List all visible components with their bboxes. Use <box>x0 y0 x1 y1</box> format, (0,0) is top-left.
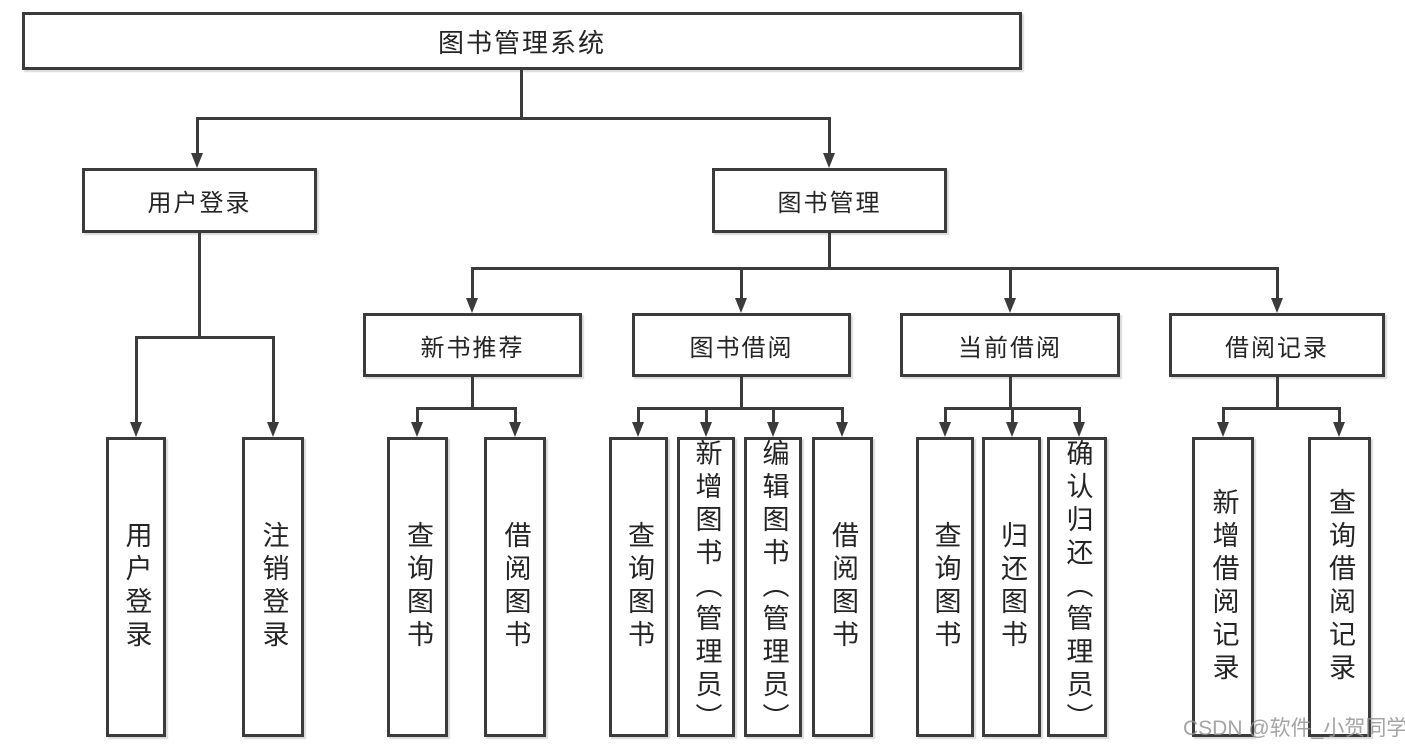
leaf-label: 借阅图书 <box>500 521 531 653</box>
connector-borrow-drop2 <box>705 407 708 424</box>
connector-borrow-drop4 <box>841 407 844 424</box>
leaf-label: 新增借阅记录 <box>1208 488 1239 686</box>
csdn-watermark: CSDN @软件_小贺同学 <box>1183 717 1405 740</box>
connector-userlogin-bar <box>135 336 274 339</box>
connector-record-stem <box>1276 377 1279 410</box>
arrow-down-icon <box>509 422 521 437</box>
arrow-down-icon <box>735 298 747 313</box>
connector-borrow-bar <box>637 407 843 410</box>
connector-borrow-drop3 <box>772 407 775 424</box>
leaf-label: 新增图书（管理员） <box>691 438 722 736</box>
connector-bookmgmt-drop3 <box>1009 267 1012 300</box>
leaf-add-book-admin: 新增图书（管理员） <box>677 437 735 737</box>
arrow-down-icon <box>836 422 848 437</box>
leaf-label: 用户登录 <box>121 521 152 653</box>
arrow-down-icon <box>1006 422 1018 437</box>
node-new-book-recommend: 新书推荐 <box>363 313 582 377</box>
connector-current-drop3 <box>1078 407 1081 424</box>
connector-userlogin-drop2 <box>272 336 275 425</box>
leaf-logout: 注销登录 <box>242 437 304 737</box>
node-label: 当前借阅 <box>958 334 1062 362</box>
arrow-down-icon <box>1217 422 1229 437</box>
leaf-label: 编辑图书（管理员） <box>758 438 789 736</box>
arrow-down-icon <box>191 153 203 168</box>
connector-record-drop1 <box>1222 407 1225 424</box>
connector-newbook-bar <box>416 407 516 410</box>
connector-record-bar <box>1222 407 1340 410</box>
connector-newbook-drop1 <box>416 407 419 424</box>
node-book-management: 图书管理 <box>712 168 947 233</box>
node-label: 新书推荐 <box>420 334 525 362</box>
node-book-borrow: 图书借阅 <box>632 313 851 377</box>
arrow-down-icon <box>767 422 779 437</box>
leaf-borrow-book-2: 借阅图书 <box>812 437 873 737</box>
leaf-label: 查询图书 <box>403 521 433 653</box>
node-label: 用户登录 <box>147 190 252 217</box>
leaf-label: 查询借阅记录 <box>1325 488 1355 686</box>
connector-bookmgmt-drop2 <box>740 267 743 300</box>
connector-bookmgmt-bar <box>471 267 1278 270</box>
leaf-query-borrow-record: 查询借阅记录 <box>1308 437 1371 737</box>
connector-bookmgmt-drop1 <box>471 267 474 300</box>
connector-root-bar <box>196 117 831 120</box>
connector-bookmgmt-stem <box>828 233 831 270</box>
leaf-return-book: 归还图书 <box>982 437 1041 737</box>
connector-userlogin-stem <box>198 233 201 339</box>
node-borrow-record: 借阅记录 <box>1169 313 1385 377</box>
connector-current-drop1 <box>944 407 947 424</box>
leaf-query-book-1: 查询图书 <box>387 437 448 737</box>
arrow-down-icon <box>632 422 644 437</box>
node-current-borrow: 当前借阅 <box>900 313 1120 377</box>
connector-newbook-drop2 <box>514 407 517 424</box>
arrow-down-icon <box>1333 422 1345 437</box>
connector-current-stem <box>1009 377 1012 410</box>
leaf-label: 查询图书 <box>624 521 654 653</box>
arrow-down-icon <box>1004 298 1016 313</box>
connector-userlogin-drop1 <box>135 336 138 425</box>
leaf-borrow-book-1: 借阅图书 <box>484 437 546 737</box>
arrow-down-icon <box>823 153 835 168</box>
arrow-down-icon <box>466 298 478 313</box>
arrow-down-icon <box>700 422 712 437</box>
arrow-down-icon <box>130 422 142 437</box>
leaf-confirm-return-admin: 确认归还（管理员） <box>1047 437 1107 737</box>
leaf-user-login: 用户登录 <box>106 437 166 737</box>
connector-borrow-drop1 <box>637 407 640 424</box>
arrow-down-icon <box>939 422 951 437</box>
connector-borrow-stem <box>740 377 743 410</box>
connector-root-drop-right <box>828 117 831 155</box>
leaf-label: 确认归还（管理员） <box>1062 438 1093 736</box>
node-label: 借阅记录 <box>1225 334 1329 362</box>
leaf-add-borrow-record: 新增借阅记录 <box>1192 437 1254 737</box>
connector-newbook-stem <box>471 377 474 410</box>
connector-current-drop2 <box>1011 407 1014 424</box>
connector-record-drop2 <box>1338 407 1341 424</box>
connector-root-drop-left <box>196 117 199 155</box>
node-library-system: 图书管理系统 <box>22 12 1022 70</box>
connector-bookmgmt-drop4 <box>1276 267 1279 300</box>
leaf-query-book-3: 查询图书 <box>916 437 974 737</box>
leaf-edit-book-admin: 编辑图书（管理员） <box>744 437 802 737</box>
leaf-query-book-2: 查询图书 <box>609 437 668 737</box>
connector-root-stem <box>520 70 523 120</box>
node-user-login: 用户登录 <box>82 168 317 233</box>
arrow-down-icon <box>267 422 279 437</box>
arrow-down-icon <box>1073 422 1085 437</box>
leaf-label: 注销登录 <box>258 521 289 653</box>
arrow-down-icon <box>411 422 423 437</box>
leaf-label: 查询图书 <box>930 521 961 653</box>
node-label: 图书管理 <box>777 190 882 217</box>
leaf-label: 借阅图书 <box>828 521 858 653</box>
node-label: 图书管理系统 <box>437 27 606 58</box>
arrow-down-icon <box>1271 298 1283 313</box>
node-label: 图书借阅 <box>689 334 794 362</box>
leaf-label: 归还图书 <box>997 521 1027 653</box>
